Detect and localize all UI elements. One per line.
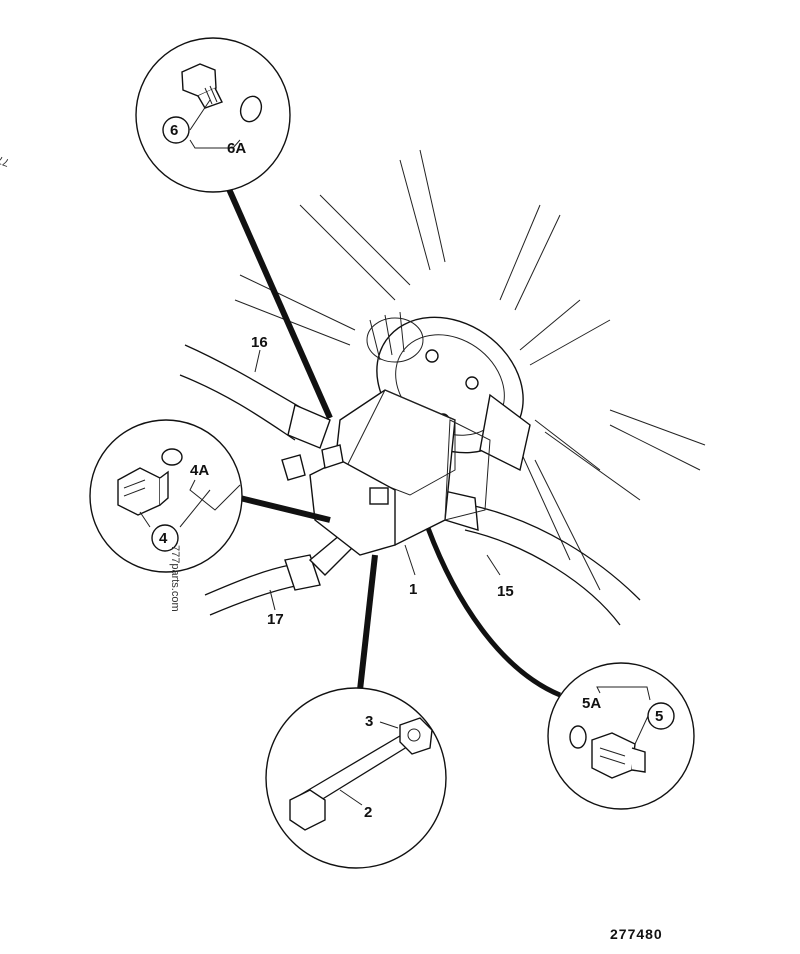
callout-15: 15 (497, 583, 514, 600)
detail-5 (547, 662, 695, 810)
detail-2-3 (265, 687, 447, 869)
callout-4a: 4A (190, 462, 209, 479)
callout-5a: 5A (582, 695, 601, 712)
callout-2: 2 (364, 804, 372, 821)
hose-17 (204, 534, 357, 616)
hose-16 (179, 344, 331, 449)
detail-6 (135, 37, 291, 193)
fan-assembly (179, 149, 706, 626)
callout-3: 3 (365, 713, 373, 730)
pump-body (281, 389, 491, 556)
drawing-reference-number: 277480 (610, 926, 663, 942)
callout-6: 6 (170, 122, 178, 139)
callout-1: 1 (409, 581, 417, 598)
watermark-top-left: 777parts.c (0, 139, 11, 168)
callout-16: 16 (251, 334, 268, 351)
callout-17: 17 (267, 611, 284, 628)
detail-4 (89, 419, 243, 573)
fan-blades (234, 149, 706, 591)
callout-6a: 6A (227, 140, 246, 157)
callout-labels: 6 6A 4 4A 3 2 5 5A 1 15 16 17 (159, 122, 663, 821)
watermark-left-mid: 777parts.com (169, 545, 181, 612)
callout-5: 5 (655, 708, 663, 725)
callout-4: 4 (159, 530, 168, 547)
hose-15 (424, 489, 641, 626)
leader-lines (222, 178, 561, 698)
